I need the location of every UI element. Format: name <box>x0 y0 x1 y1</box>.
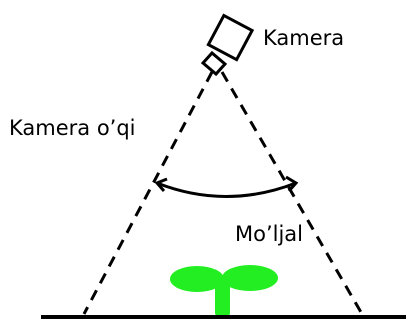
fov-right-boundary <box>220 71 364 315</box>
camera-label: Kamera <box>263 26 344 50</box>
target-label: Mo’ljal <box>235 222 303 246</box>
seedling-icon <box>170 265 278 317</box>
camera-icon <box>200 13 255 77</box>
camera-axis-label: Kamera o’qi <box>9 116 136 140</box>
fov-left-boundary <box>82 71 214 315</box>
field-angle-arc <box>154 175 299 198</box>
